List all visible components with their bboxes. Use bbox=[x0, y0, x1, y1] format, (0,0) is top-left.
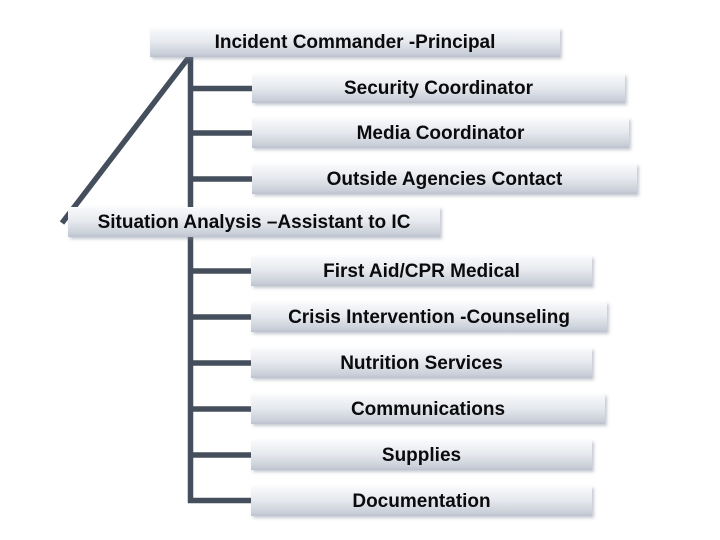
node-nutrition-services: Nutrition Services bbox=[251, 348, 592, 378]
node-outside-agencies-contact: Outside Agencies Contact bbox=[252, 164, 637, 194]
node-incident-commander: Incident Commander -Principal bbox=[150, 28, 560, 57]
node-media-coordinator: Media Coordinator bbox=[252, 118, 629, 148]
connector-diagonal-assistant bbox=[59, 55, 192, 225]
node-situation-analysis: Situation Analysis –Assistant to IC bbox=[68, 207, 440, 237]
node-supplies: Supplies bbox=[251, 440, 592, 470]
node-communications: Communications bbox=[251, 394, 605, 424]
node-security-coordinator: Security Coordinator bbox=[252, 74, 625, 103]
connector-trunk bbox=[187, 56, 251, 504]
node-documentation: Documentation bbox=[251, 486, 592, 516]
node-first-aid-cpr-medical: First Aid/CPR Medical bbox=[251, 256, 592, 286]
node-crisis-intervention-counseling: Crisis Intervention -Counseling bbox=[251, 302, 607, 332]
